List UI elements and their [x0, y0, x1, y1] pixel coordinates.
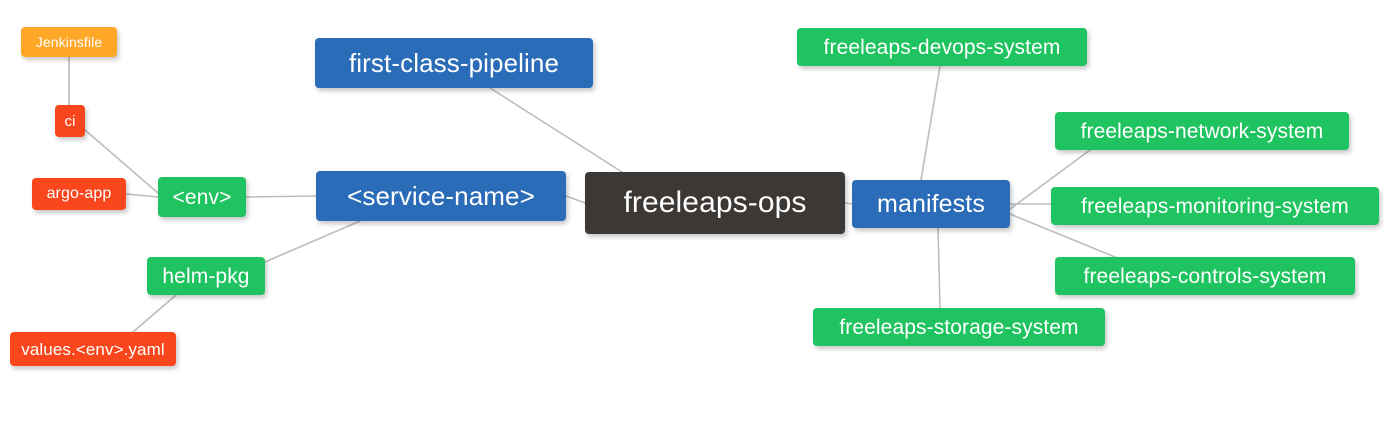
node-label-argo-app: argo-app	[46, 185, 112, 202]
node-values-env-yaml[interactable]: values.<env>.yaml	[10, 332, 176, 366]
node-label-freeleaps-controls-system: freeleaps-controls-system	[1083, 264, 1327, 288]
node-freeleaps-controls-system[interactable]: freeleaps-controls-system	[1055, 257, 1355, 295]
node-label-values-env-yaml: values.<env>.yaml	[21, 339, 165, 359]
node-jenkinsfile[interactable]: Jenkinsfile	[21, 27, 117, 57]
node-env[interactable]: <env>	[158, 177, 246, 217]
node-argo-app[interactable]: argo-app	[32, 178, 126, 210]
node-freeleaps-storage-system[interactable]: freeleaps-storage-system	[813, 308, 1105, 346]
node-label-freeleaps-monitoring-system: freeleaps-monitoring-system	[1081, 194, 1349, 218]
node-label-freeleaps-network-system: freeleaps-network-system	[1080, 119, 1324, 143]
edge-manifests-to-freeleaps-storage-system	[937, 227, 941, 309]
node-service-name[interactable]: <service-name>	[316, 171, 566, 221]
node-label-first-class-pipeline: first-class-pipeline	[348, 48, 560, 78]
node-freeleaps-monitoring-system[interactable]: freeleaps-monitoring-system	[1051, 187, 1379, 225]
node-first-class-pipeline[interactable]: first-class-pipeline	[315, 38, 593, 88]
node-label-manifests: manifests	[877, 189, 985, 218]
edge-manifests-to-freeleaps-devops-system	[920, 65, 941, 181]
edge-env-to-argo-app	[125, 193, 159, 198]
edge-freeleaps-ops-to-service-name	[565, 195, 586, 204]
node-freeleaps-devops-system[interactable]: freeleaps-devops-system	[797, 28, 1087, 66]
node-manifests[interactable]: manifests	[852, 180, 1010, 228]
edge-helm-pkg-to-values-env-yaml	[132, 294, 177, 333]
edge-freeleaps-ops-to-manifests	[844, 202, 853, 205]
node-label-jenkinsfile: Jenkinsfile	[35, 34, 103, 50]
node-label-helm-pkg: helm-pkg	[162, 264, 250, 288]
node-helm-pkg[interactable]: helm-pkg	[147, 257, 265, 295]
node-freeleaps-network-system[interactable]: freeleaps-network-system	[1055, 112, 1349, 150]
node-label-ci: ci	[64, 112, 76, 130]
node-label-env: <env>	[172, 185, 232, 209]
edge-service-name-to-helm-pkg	[264, 220, 361, 263]
node-label-service-name: <service-name>	[347, 181, 535, 211]
node-freeleaps-ops[interactable]: freeleaps-ops	[585, 172, 845, 234]
node-label-freeleaps-storage-system: freeleaps-storage-system	[839, 315, 1079, 339]
edge-service-name-to-env	[245, 195, 317, 198]
node-label-freeleaps-ops: freeleaps-ops	[623, 186, 807, 219]
edge-freeleaps-ops-to-first-class-pipeline	[489, 87, 623, 173]
node-ci[interactable]: ci	[55, 105, 85, 137]
node-label-freeleaps-devops-system: freeleaps-devops-system	[823, 35, 1061, 59]
